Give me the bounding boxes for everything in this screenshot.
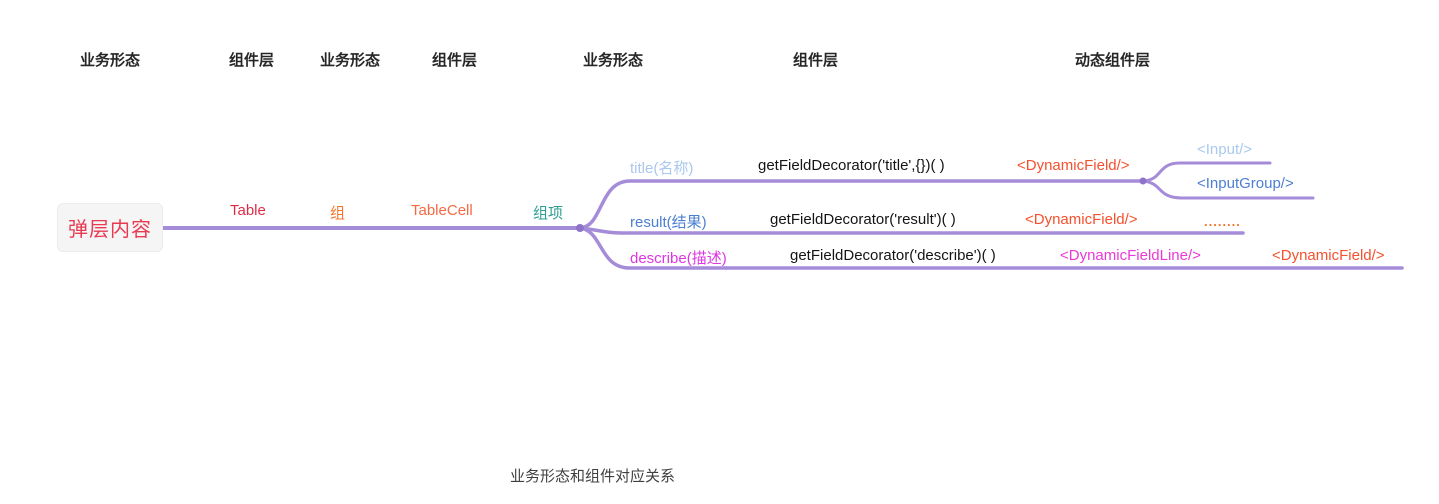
column-header-business-3: 业务形态 — [583, 52, 644, 69]
component-node-input: <Input/> — [1197, 141, 1253, 158]
branch-knot — [1139, 177, 1147, 185]
column-header-business-2: 业务形态 — [320, 52, 381, 69]
decorator-node-result: getFieldDecorator('result')( ) — [770, 211, 956, 228]
branch-knot — [576, 224, 584, 232]
field-node-result: result(结果) — [630, 214, 707, 231]
decorator-node-describe: getFieldDecorator('describe')( ) — [790, 247, 996, 264]
column-header-component-2: 组件层 — [432, 52, 478, 69]
trunk-node-tablecell: TableCell — [411, 202, 473, 219]
trunk-node-groupitem: 组项 — [533, 205, 564, 222]
root-node-label: 弹层内容 — [68, 219, 152, 241]
edge-sub-input — [1141, 161, 1272, 183]
field-node-title: title(名称) — [630, 160, 694, 177]
edge-branch-describe — [578, 226, 1404, 270]
trunk-node-group: 组 — [330, 205, 346, 222]
edge-branch-title — [578, 179, 1145, 230]
diagram-caption: 业务形态和组件对应关系 — [510, 468, 676, 485]
component-node-dynamicfield-title: <DynamicField/> — [1017, 157, 1130, 174]
field-node-describe: describe(描述) — [630, 250, 727, 267]
trunk-node-table: Table — [230, 202, 266, 219]
decorator-node-title: getFieldDecorator('title',{})( ) — [758, 157, 945, 174]
component-node-inputgroup: <InputGroup/> — [1197, 175, 1294, 192]
column-header-component-3: 组件层 — [793, 52, 839, 69]
column-header-business-1: 业务形态 — [80, 52, 141, 69]
column-header-dynamic-component: 动态组件层 — [1075, 52, 1151, 69]
ellipsis-node: ........ — [1204, 214, 1241, 229]
root-node: 弹层内容 — [57, 203, 163, 252]
component-node-dynamicfield-describe: <DynamicField/> — [1272, 247, 1385, 264]
column-header-component-1: 组件层 — [229, 52, 275, 69]
edge-sub-inputgroup — [1141, 179, 1315, 200]
component-node-dynamicfield-result: <DynamicField/> — [1025, 211, 1138, 228]
component-node-dynamicfieldline: <DynamicFieldLine/> — [1060, 247, 1201, 264]
